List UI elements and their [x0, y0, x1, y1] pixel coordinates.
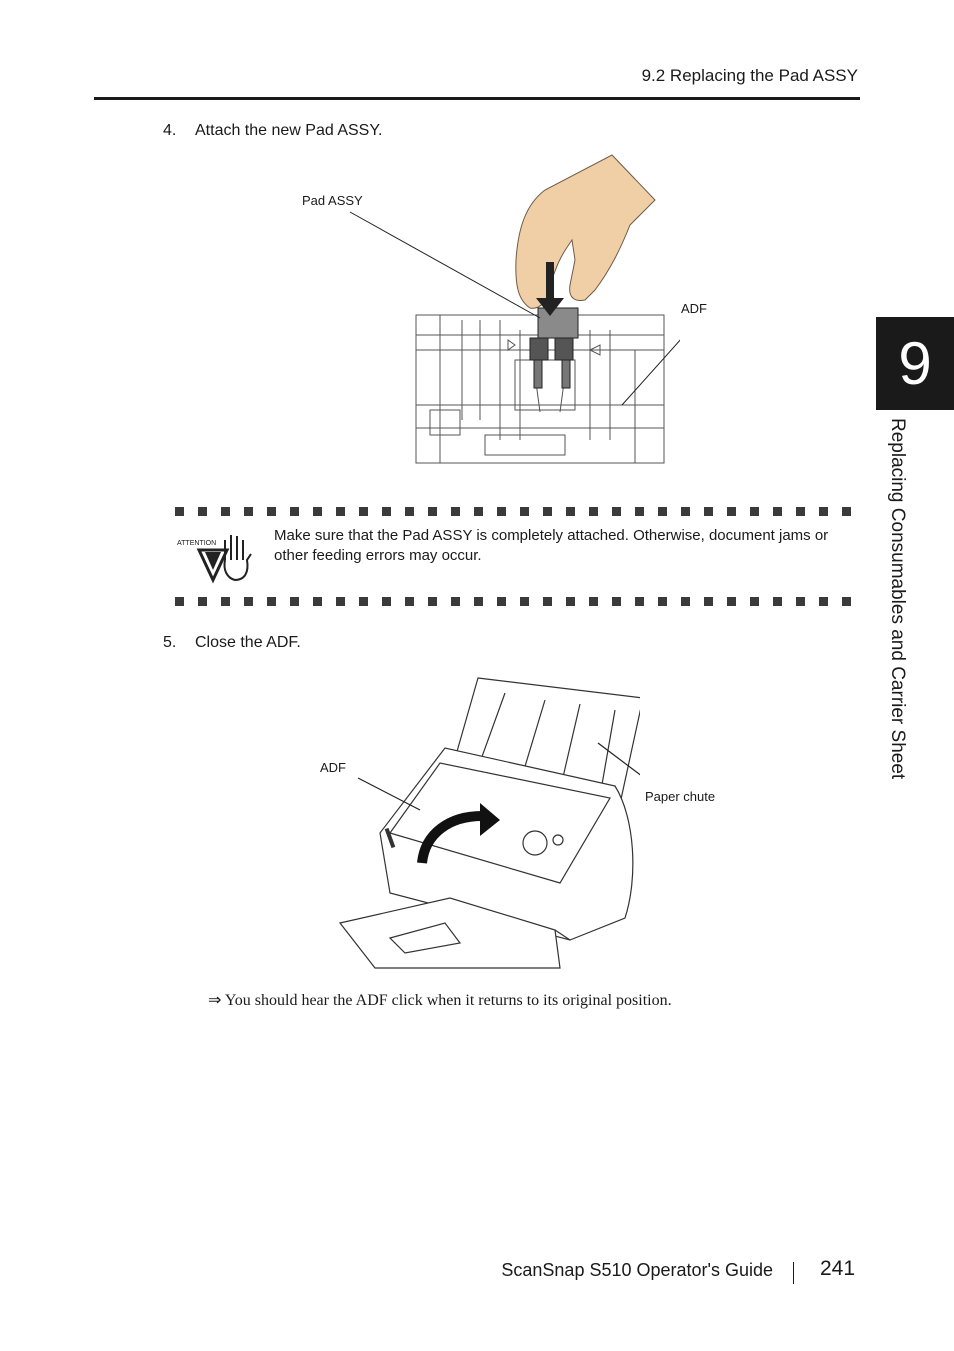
- pad-assy-label: Pad ASSY: [302, 193, 363, 208]
- adf-label-bottom: ADF: [320, 760, 346, 775]
- attention-icon-label: ATTENTION: [177, 540, 217, 547]
- adf-label-top: ADF: [681, 301, 707, 316]
- attention-text: Make sure that the Pad ASSY is completel…: [274, 527, 829, 564]
- step-4: 4. Attach the new Pad ASSY.: [163, 122, 382, 140]
- step-4-text: Attach the new Pad ASSY.: [195, 122, 383, 139]
- step-5-text: Close the ADF.: [195, 634, 301, 651]
- result-arrow: ⇒: [208, 992, 222, 1009]
- step-4-number: 4.: [163, 122, 177, 139]
- footer-guide-title: ScanSnap S510 Operator's Guide: [501, 1260, 773, 1280]
- paper-chute-label: Paper chute: [645, 789, 716, 804]
- step-5-number: 5.: [163, 634, 177, 651]
- footer-separator: [793, 1262, 794, 1284]
- step-5: 5. Close the ADF.: [163, 634, 301, 652]
- attention-divider-bottom: [175, 597, 851, 606]
- attention-icon: ATTENTION: [175, 530, 260, 585]
- running-header: 9.2 Replacing the Pad ASSY: [641, 66, 858, 85]
- chapter-title-text: Replacing Consumables and Carrier Sheet: [887, 418, 908, 780]
- attention-divider-top: [175, 507, 851, 516]
- header-rule: [94, 97, 860, 100]
- chapter-tab: 9: [876, 317, 954, 410]
- close-adf-illustration: [338, 677, 640, 969]
- page-number: 241: [820, 1257, 856, 1280]
- pad-assy-illustration: [349, 154, 680, 464]
- result-text: You should hear the ADF click when it re…: [224, 992, 672, 1009]
- result-note: ⇒ You should hear the ADF click when it …: [208, 990, 672, 1010]
